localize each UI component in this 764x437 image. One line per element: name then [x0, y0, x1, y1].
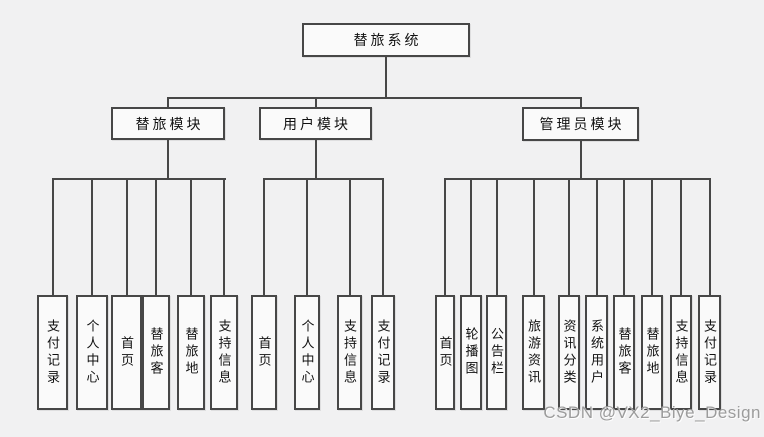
leaf-node: 资讯分类	[558, 295, 580, 410]
connector-line	[263, 178, 265, 295]
connector-line	[167, 140, 169, 180]
leaf-node: 替旅客	[142, 295, 170, 410]
connector-line	[533, 178, 535, 295]
connector-line	[190, 178, 192, 295]
connector-line	[580, 97, 582, 107]
leaf-node: 支付记录	[698, 295, 721, 410]
leaf-node: 个人中心	[294, 295, 320, 410]
connector-line	[91, 178, 93, 295]
connector-line	[680, 178, 682, 295]
connector-line	[155, 178, 157, 295]
connector-line	[568, 178, 570, 295]
connector-line	[444, 178, 446, 295]
module-node: 替旅模块	[111, 107, 225, 140]
leaf-node: 轮播图	[460, 295, 482, 410]
module-node: 用户模块	[259, 107, 372, 140]
connector-line	[470, 178, 472, 295]
connector-line	[167, 97, 582, 99]
leaf-node: 替旅地	[641, 295, 663, 410]
leaf-node: 首页	[111, 295, 142, 410]
connector-line	[709, 178, 711, 295]
connector-line	[315, 140, 317, 180]
connector-line	[223, 178, 225, 295]
connector-line	[385, 57, 387, 99]
leaf-node: 首页	[251, 295, 277, 410]
connector-line	[306, 178, 308, 295]
connector-line	[52, 178, 54, 295]
connector-line	[52, 178, 226, 180]
connector-line	[315, 97, 317, 107]
connector-line	[382, 178, 384, 295]
connector-line	[263, 178, 384, 180]
root-node: 替旅系统	[302, 23, 470, 57]
connector-line	[349, 178, 351, 295]
connector-line	[167, 97, 169, 107]
leaf-node: 替旅地	[177, 295, 205, 410]
leaf-node: 替旅客	[613, 295, 635, 410]
leaf-node: 首页	[435, 295, 455, 410]
connector-line	[623, 178, 625, 295]
leaf-node: 支付记录	[371, 295, 395, 410]
module-node: 管理员模块	[522, 107, 639, 141]
leaf-node: 系统用户	[585, 295, 608, 410]
connector-line	[444, 178, 711, 180]
leaf-node: 支持信息	[210, 295, 238, 410]
leaf-node: 支持信息	[337, 295, 362, 410]
connector-line	[596, 178, 598, 295]
watermark-text: CSDN @VX2_Biye_Design	[543, 403, 761, 422]
connector-line	[126, 178, 128, 295]
leaf-node: 公告栏	[486, 295, 507, 410]
connector-line	[651, 178, 653, 295]
connector-line	[580, 141, 582, 180]
leaf-node: 支付记录	[37, 295, 68, 410]
connector-line	[496, 178, 498, 295]
leaf-node: 旅游资讯	[522, 295, 545, 410]
leaf-node: 个人中心	[76, 295, 108, 410]
leaf-node: 支持信息	[670, 295, 692, 410]
